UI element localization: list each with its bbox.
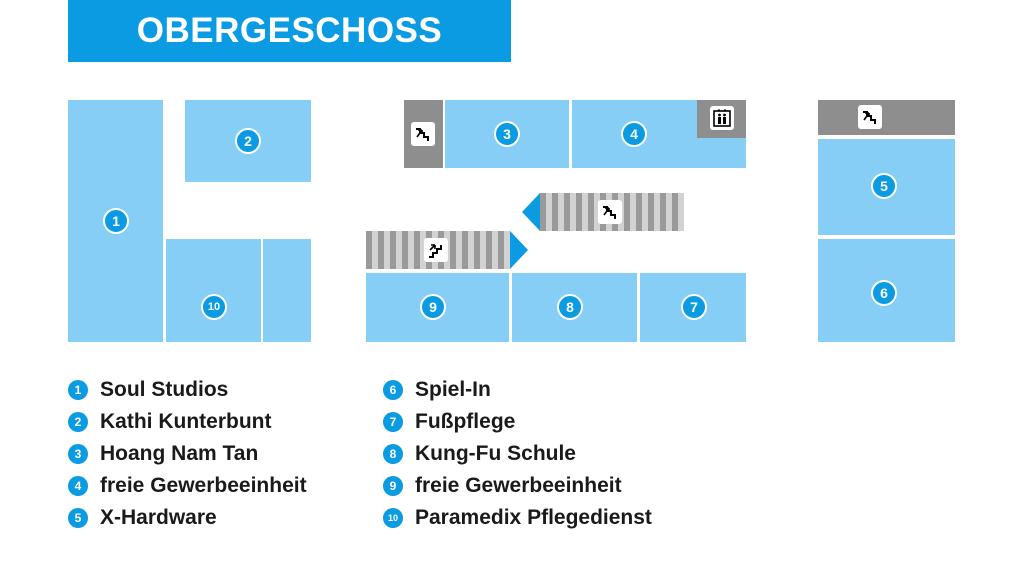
legend-number-badge: 7 — [383, 412, 403, 432]
legend-number-badge: 2 — [68, 412, 88, 432]
legend-number-badge: 1 — [68, 380, 88, 400]
stairwell-block-right — [818, 100, 955, 135]
legend-label: freie Gewerbeeinheit — [100, 474, 307, 497]
escalator-icon — [598, 200, 622, 224]
legend-item: 4 freie Gewerbeeinheit — [68, 474, 307, 498]
legend-item: 8 Kung-Fu Schule — [383, 442, 576, 466]
legend-label: Spiel-In — [415, 378, 491, 401]
legend-label: Kathi Kunterbunt — [100, 410, 272, 433]
legend-label: X-Hardware — [100, 506, 217, 529]
room-badge-1: 1 — [103, 208, 129, 234]
legend-label: Paramedix Pflegedienst — [415, 506, 652, 529]
page-title: OBERGESCHOSS — [68, 0, 511, 62]
arrow-left-marker — [522, 193, 540, 231]
legend-item: 2 Kathi Kunterbunt — [68, 410, 271, 434]
room-badge-8: 8 — [557, 294, 583, 320]
legend-number-badge: 10 — [383, 508, 403, 528]
legend-number-badge: 8 — [383, 444, 403, 464]
legend-item: 7 Fußpflege — [383, 410, 515, 434]
legend-item: 5 X-Hardware — [68, 506, 217, 530]
room-10-annex — [263, 239, 311, 342]
legend-label: Soul Studios — [100, 378, 229, 401]
room-badge-6: 6 — [871, 280, 897, 306]
legend-item: 3 Hoang Nam Tan — [68, 442, 258, 466]
legend-number-badge: 4 — [68, 476, 88, 496]
legend-item: 1 Soul Studios — [68, 378, 228, 402]
stairs-icon — [411, 122, 435, 146]
escalator-icon — [424, 238, 448, 262]
room-10 — [166, 239, 261, 342]
legend-number-badge: 9 — [383, 476, 403, 496]
room-badge-3: 3 — [494, 121, 520, 147]
legend-label: Fußpflege — [415, 410, 516, 433]
legend-label: Kung-Fu Schule — [415, 442, 576, 465]
room-badge-10: 10 — [201, 294, 227, 320]
room-badge-9: 9 — [420, 294, 446, 320]
legend-number-badge: 3 — [68, 444, 88, 464]
stairs-icon — [858, 105, 882, 129]
room-badge-2: 2 — [235, 128, 261, 154]
legend-item: 9 freie Gewerbeeinheit — [383, 474, 622, 498]
room-badge-4: 4 — [621, 121, 647, 147]
legend-label: Hoang Nam Tan — [100, 442, 259, 465]
arrow-right-marker — [510, 231, 528, 269]
legend-number-badge: 5 — [68, 508, 88, 528]
legend-item: 10 Paramedix Pflegedienst — [383, 506, 652, 530]
room-badge-7: 7 — [681, 294, 707, 320]
legend-item: 6 Spiel-In — [383, 378, 491, 402]
room-badge-5: 5 — [871, 173, 897, 199]
elevator-icon — [710, 106, 734, 130]
legend-label: freie Gewerbeeinheit — [415, 474, 622, 497]
legend-number-badge: 6 — [383, 380, 403, 400]
